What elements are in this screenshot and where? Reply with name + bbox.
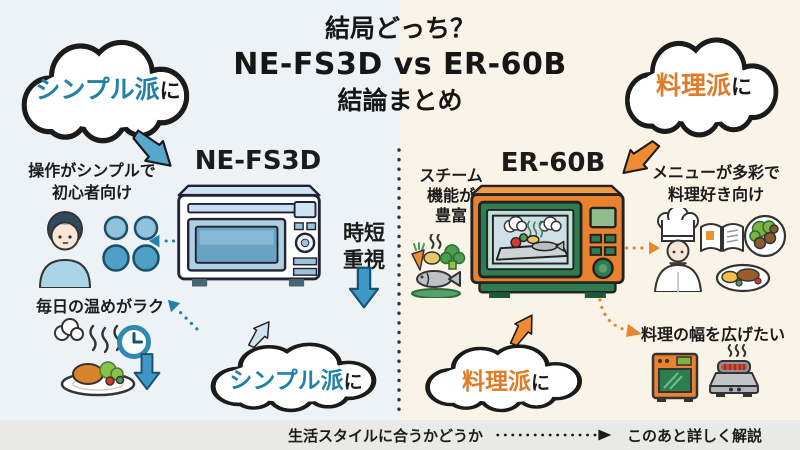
clock-icon — [117, 325, 151, 359]
cloud-cooking-top-highlight: 料理派 — [655, 71, 731, 100]
left-feature1-label: 操作がシンプルで 初心者向け — [8, 160, 176, 204]
right-feature1-line2: 料理好き向け — [667, 185, 764, 204]
cloud-cooking-top-suffix: に — [731, 75, 752, 99]
cloud-simple-bottom-label: シンプル派に — [203, 361, 389, 395]
left-feature1-line1: 操作がシンプルで — [28, 161, 156, 180]
dotted-arrow-right-icon — [617, 241, 660, 255]
dotted-arrow-left-icon — [148, 234, 190, 248]
footer-question: 生活スタイルに合うかどうか — [287, 426, 483, 445]
cloud-simple-bottom-highlight: シンプル派 — [229, 368, 344, 394]
dinner-plate-icon — [715, 263, 771, 293]
page-title: 結局どっち？ NE-FS3D vs ER-60B 結論まとめ — [228, 12, 572, 118]
dotted-arrow-downright-icon — [598, 298, 642, 337]
steamed-food-icon — [411, 234, 466, 298]
center-divider — [397, 148, 401, 420]
title-line-1: 結局どっち？ — [324, 14, 475, 43]
product-label-nefs3d: NE-FS3D — [194, 146, 322, 176]
cloud-simple-top-label: シンプル派に — [14, 70, 202, 106]
recipe-book-icon — [700, 223, 744, 252]
cloud-simple-top-suffix: に — [159, 79, 181, 103]
cloud-cooking-bottom-suffix: に — [530, 372, 550, 394]
steam-feature-line3: 豊富 — [434, 206, 467, 225]
person-icon — [38, 211, 92, 288]
footer-dotted-arrow-icon — [496, 429, 612, 441]
simple-buttons-icon — [102, 215, 160, 272]
hot-meal-plate-icon — [54, 318, 136, 397]
title-line-3: 結論まとめ — [337, 86, 463, 115]
steam-feature-label: スチーム 機能が 豊富 — [413, 166, 489, 226]
left-feature1-line2: 初心者向け — [51, 183, 132, 202]
dotted-arrow-downleft-icon — [160, 292, 204, 336]
microwave-nefs3d — [177, 184, 321, 287]
product-label-er60b: ER-60B — [500, 148, 606, 178]
steam-feature-line2: 機能が — [426, 186, 475, 205]
right-feature1-line1: メニューが多彩で — [651, 163, 780, 182]
cloud-cooking-bottom-label: 料理派に — [418, 362, 594, 396]
title-line-2: NE-FS3D vs ER-60B — [233, 47, 567, 82]
salad-plate-icon — [743, 214, 787, 258]
steam-feature-line1: スチーム — [419, 166, 483, 185]
cloud-simple-bottom-suffix: に — [343, 371, 363, 393]
oven-icon — [651, 352, 699, 402]
grill-icon — [709, 344, 759, 397]
chef-icon — [653, 208, 703, 292]
footer-conclusion: このあと詳しく解説 — [627, 426, 763, 445]
cloud-cooking-top-label: 料理派に — [618, 66, 790, 102]
cloud-cooking-bottom-highlight: 料理派 — [461, 369, 531, 395]
right-feature2-label: 料理の幅を広げたい — [640, 325, 785, 344]
right-feature1-label: メニューが多彩で 料理好き向け — [640, 162, 792, 206]
down-arrow-center-icon — [348, 266, 380, 310]
left-feature2-label: 毎日の温めがラク — [35, 297, 164, 316]
microwave-er60b — [470, 184, 625, 298]
priority-line1: 時短 — [343, 221, 385, 245]
cloud-simple-top-highlight: シンプル派 — [35, 75, 160, 104]
down-arrow-left-icon — [133, 352, 161, 392]
footer-bar: 生活スタイルに合うかどうか このあと詳しく解説 — [0, 420, 800, 450]
